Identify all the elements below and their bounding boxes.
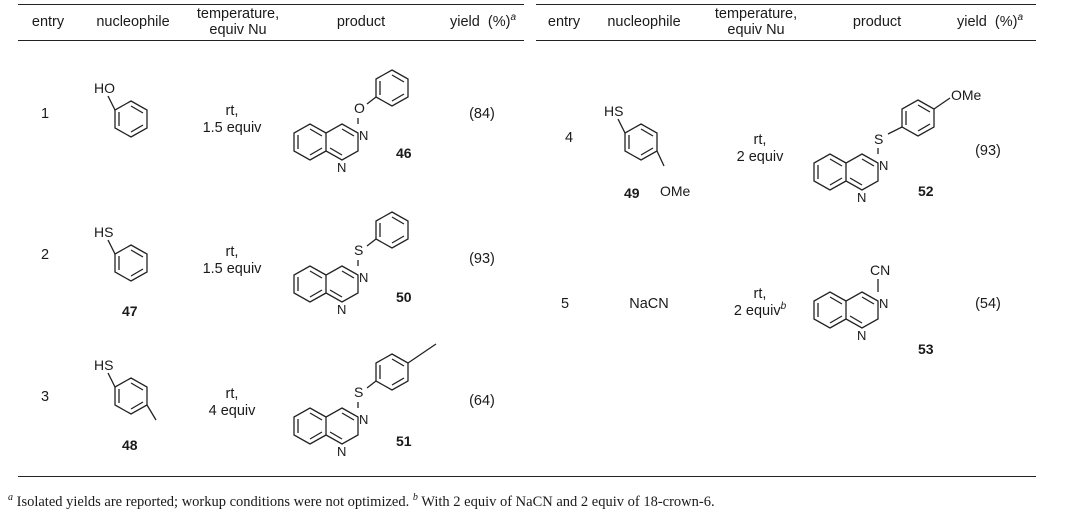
row1-ring-n3: N: [337, 160, 346, 175]
row1-nucleophile-structure: HO: [94, 80, 148, 138]
row3-nucleophile-structure: HS 48: [94, 357, 157, 453]
row5-temp: rt,: [753, 286, 767, 302]
row3-conditions: rt, 4 equiv: [194, 386, 270, 420]
row4-ring-n3: N: [857, 190, 866, 205]
header-temperature-right: temperature, equiv Nu: [706, 6, 806, 38]
row4-product-structure: OMe S N N 52: [813, 87, 982, 205]
row1-entry: 1: [40, 106, 50, 122]
row5-link-atom: CN: [870, 262, 890, 278]
header-yield-label: yield (%): [450, 14, 511, 30]
row2-equiv: 1.5 equiv: [202, 261, 262, 277]
header-temperature-right-line1: temperature,: [714, 6, 798, 22]
row2-nucleophile-group: HS: [94, 224, 113, 240]
header-temperature-right-line2: equiv Nu: [727, 22, 785, 38]
row3-nucleophile-group: HS: [94, 357, 113, 373]
header-yield-right: yield (%)a: [944, 12, 1036, 30]
row4-conditions: rt, 2 equiv: [722, 132, 798, 166]
row5-nucleophile: NaCN: [629, 296, 669, 312]
footnote-b-mark: b: [412, 492, 418, 504]
table-footnote: a Isolated yields are reported; workup c…: [8, 492, 715, 511]
table-top-rule: [18, 4, 524, 5]
header-temperature: temperature, equiv Nu: [188, 6, 288, 38]
header-yield-note: a: [510, 12, 516, 24]
row4-nucleophile-structure: HS OMe 49: [604, 103, 691, 201]
row3-nucleophile-id: 48: [122, 437, 138, 453]
row3-product-structure: S N N 51: [293, 343, 437, 459]
row5-equiv-note: b: [780, 301, 787, 313]
header-nucleophile-right: nucleophile: [607, 14, 681, 30]
row1-equiv: 1.5 equiv: [202, 120, 262, 136]
row2-entry: 2: [40, 247, 50, 263]
row5-ring-n3: N: [857, 328, 866, 343]
row3-product-id: 51: [396, 433, 412, 449]
row1-product-id: 46: [396, 145, 412, 161]
row4-nucleophile-group: HS: [604, 103, 623, 119]
header-yield-right-label: yield (%): [957, 14, 1018, 30]
row1-link-atom: O: [354, 100, 365, 116]
header-product-right: product: [852, 14, 902, 30]
row5-product-structure: CN N N 53: [813, 262, 934, 357]
footnote-a-text: Isolated yields are reported; workup con…: [13, 494, 413, 510]
row2-ring-n3: N: [337, 302, 346, 317]
row5-equiv: 2 equiv: [733, 303, 781, 319]
table-bottom-rule: [18, 476, 1036, 477]
footnote-a-mark: a: [8, 492, 13, 504]
row1-ring-n1: N: [359, 128, 368, 143]
row2-nucleophile-structure: HS 47: [94, 224, 148, 319]
row4-link-atom: S: [874, 131, 883, 147]
row4-product-id: 52: [918, 183, 934, 199]
row4-entry: 4: [564, 130, 574, 146]
header-yield: yield (%)a: [440, 12, 526, 30]
row3-ring-n3: N: [337, 444, 346, 459]
row1-product-structure: O N N 46: [293, 69, 412, 175]
header-entry: entry: [31, 14, 65, 30]
row2-nucleophile-id: 47: [122, 303, 138, 319]
row1-conditions: rt, 1.5 equiv: [194, 103, 270, 137]
row5-yield: (54): [975, 296, 1001, 312]
footnote-b-text: With 2 equiv of NaCN and 2 equiv of 18-c…: [417, 494, 715, 510]
row3-temp: rt,: [225, 386, 239, 402]
row3-link-atom: S: [354, 384, 363, 400]
header-temperature-line1: temperature,: [196, 6, 280, 22]
row2-product-id: 50: [396, 289, 412, 305]
row3-ring-n1: N: [359, 412, 368, 427]
row5-ring-n1: N: [879, 296, 888, 311]
row1-yield: (84): [469, 106, 495, 122]
row2-yield: (93): [469, 251, 495, 267]
row5-conditions: rt, 2 equivb: [720, 286, 800, 320]
row2-link-atom: S: [354, 242, 363, 258]
row3-equiv: 4 equiv: [208, 403, 256, 419]
row2-ring-n1: N: [359, 270, 368, 285]
header-nucleophile: nucleophile: [96, 14, 170, 30]
row4-product-sub: OMe: [951, 87, 982, 103]
header-entry-right: entry: [547, 14, 581, 30]
row3-yield: (64): [469, 393, 495, 409]
table-header-rule-right: [536, 40, 1036, 41]
row2-temp: rt,: [225, 244, 239, 260]
row4-nucleophile-sub: OMe: [660, 183, 691, 199]
header-temperature-line2: equiv Nu: [209, 22, 267, 38]
row4-nucleophile-id: 49: [624, 185, 640, 201]
row2-conditions: rt, 1.5 equiv: [194, 244, 270, 278]
row3-entry: 3: [40, 389, 50, 405]
row2-product-structure: S N N 50: [293, 211, 412, 317]
header-product: product: [336, 14, 386, 30]
row4-ring-n1: N: [879, 158, 888, 173]
table-top-rule-right: [536, 4, 1036, 5]
row4-equiv: 2 equiv: [736, 149, 784, 165]
table-header-rule: [18, 40, 524, 41]
row4-yield: (93): [975, 143, 1001, 159]
row4-temp: rt,: [753, 132, 767, 148]
row1-temp: rt,: [225, 103, 239, 119]
row5-product-id: 53: [918, 341, 934, 357]
header-yield-right-note: a: [1017, 12, 1023, 24]
row5-entry: 5: [560, 296, 570, 312]
row1-nucleophile-group: HO: [94, 80, 115, 96]
